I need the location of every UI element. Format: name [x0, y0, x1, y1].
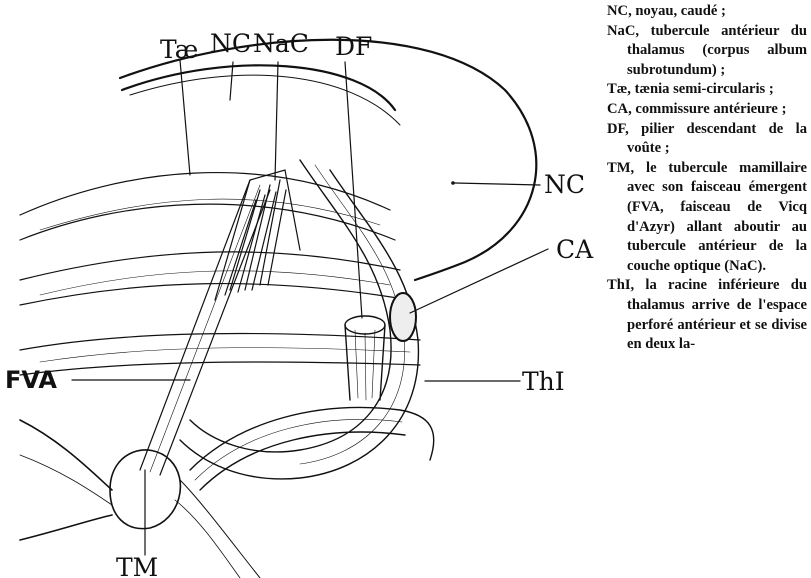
legend-entry: DF, pilier descendant de la voûte ; — [607, 120, 807, 159]
brain-anatomy-figure: Tæ NC NaC DF NC CA FVA ThI TM — [0, 0, 600, 578]
label-fva: FVA — [5, 366, 57, 394]
label-ca: CA — [556, 235, 594, 264]
label-nc-top: NC — [210, 29, 251, 58]
label-tm: TM — [116, 553, 158, 578]
legend-entry: Tæ, tænia semi-circularis ; — [607, 80, 807, 100]
label-thi: ThI — [522, 367, 565, 396]
legend-entry: ThI, la racine inférieure du thalamus ar… — [607, 276, 807, 354]
taenia-line — [122, 65, 395, 110]
label-tae: Tæ — [160, 35, 198, 64]
legend-entry: TM, le tubercule mamillaire avec son fai… — [607, 159, 807, 277]
commissure-oval — [390, 293, 416, 341]
legend-entry: NC, noyau, caudé ; — [607, 2, 807, 22]
legend-entry: CA, commissure antérieure ; — [607, 100, 807, 120]
figure-legend: NC, noyau, caudé ; NaC, tubercule antéri… — [607, 2, 807, 355]
thalamic-loop — [190, 408, 434, 491]
fornix-column — [180, 160, 418, 479]
leader-lines — [72, 60, 548, 555]
caudate-outline — [120, 40, 536, 280]
label-df: DF — [335, 32, 372, 61]
fibre-bands — [20, 173, 420, 375]
label-nc-right: NC — [544, 170, 585, 199]
legend-entry: NaC, tubercule antérieur du thalamus (co… — [607, 22, 807, 81]
label-nac: NaC — [253, 29, 309, 58]
nac-fibres — [215, 170, 300, 300]
